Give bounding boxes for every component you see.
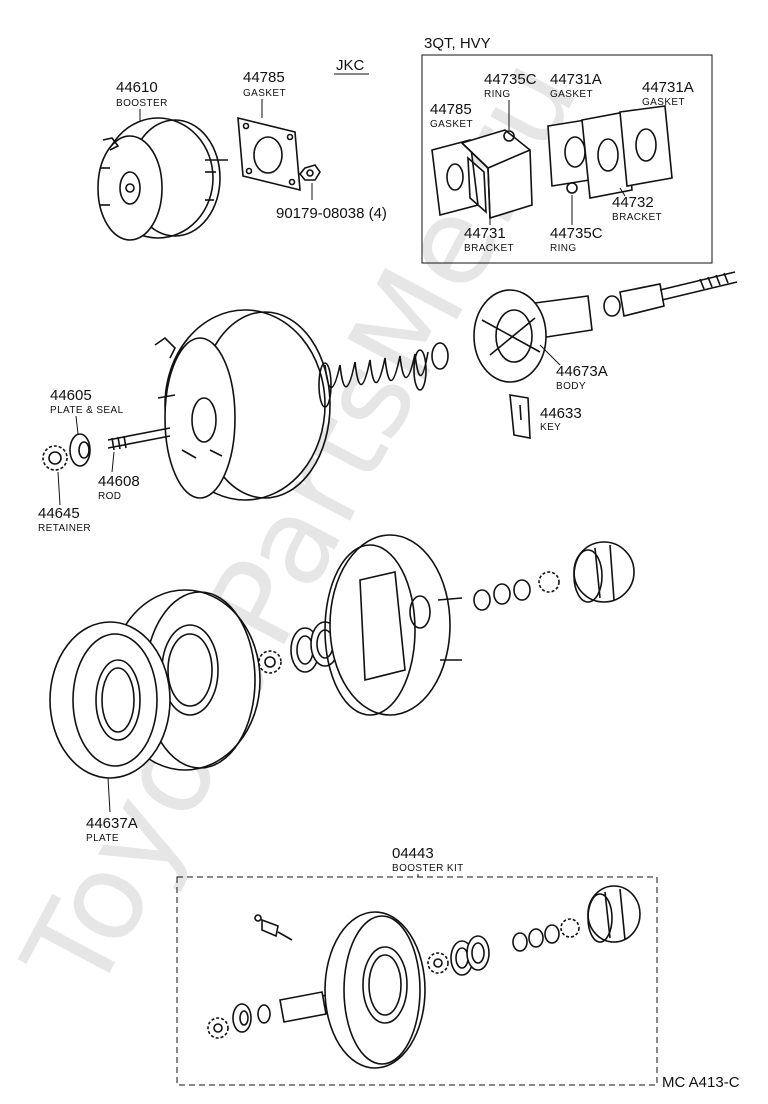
part-desc-retainer: RETAINER	[38, 523, 91, 534]
part-desc-bracket-44731: BRACKET	[464, 243, 514, 254]
booster-shell-front-drawing[interactable]	[154, 309, 331, 501]
part-number-44633: 44633	[540, 405, 582, 422]
inset-box	[421, 54, 713, 264]
kit-valve-drawing[interactable]	[254, 914, 293, 941]
part-desc-booster-kit: BOOSTER KIT	[392, 863, 464, 874]
part-number-44785-inset: 44785	[430, 101, 472, 118]
boot-drawing[interactable]	[573, 541, 635, 603]
spring-drawing[interactable]	[318, 349, 429, 408]
booster-kit-box	[176, 876, 658, 1086]
plate-seal-44605-drawing[interactable]	[69, 433, 91, 467]
part-number-44735c-top: 44735C	[484, 71, 537, 88]
part-desc-booster: BOOSTER	[116, 98, 168, 109]
part-desc-plate: PLATE	[86, 833, 119, 844]
part-number-44645: 44645	[38, 505, 80, 522]
part-number-44785: 44785	[243, 69, 285, 86]
part-number-44608: 44608	[98, 473, 140, 490]
rod-44608-drawing[interactable]	[107, 427, 171, 451]
inset-ring-top-drawing[interactable]	[503, 130, 515, 142]
part-desc-bracket-44732: BRACKET	[612, 212, 662, 223]
part-number-44731: 44731	[464, 225, 506, 242]
part-desc-rod: ROD	[98, 491, 121, 502]
part-number-44731a-1: 44731A	[550, 71, 602, 88]
kit-retainer-drawing[interactable]	[207, 1017, 229, 1039]
inset-title: 3QT, HVY	[424, 35, 491, 52]
part-number-44731a-2: 44731A	[642, 79, 694, 96]
booster-small-drawing[interactable]	[97, 117, 228, 241]
part-desc-gasket-1: GASKET	[550, 89, 593, 100]
reaction-discs-drawing[interactable]	[473, 571, 560, 611]
valve-body-44673a-drawing[interactable]	[473, 289, 593, 383]
kit-orings-drawing[interactable]	[450, 935, 490, 976]
part-desc-plate-seal: PLATE & SEAL	[50, 405, 124, 416]
washer-lower-left-drawing[interactable]	[258, 650, 282, 674]
kit-discs-drawing[interactable]	[512, 918, 580, 952]
kit-boot-drawing[interactable]	[587, 885, 641, 943]
part-desc-body: BODY	[556, 381, 586, 392]
part-desc-key: KEY	[540, 422, 561, 433]
part-desc-gasket: GASKET	[243, 88, 286, 99]
plate-44637a-drawing[interactable]	[49, 589, 261, 779]
part-number-04443: 04443	[392, 845, 434, 862]
inset-ring-bot-drawing[interactable]	[566, 182, 578, 194]
booster-shell-rear-drawing[interactable]	[324, 534, 463, 716]
part-number-44735c-bot: 44735C	[550, 225, 603, 242]
kit-washer-drawing[interactable]	[427, 952, 449, 974]
part-desc-gasket-inset: GASKET	[430, 119, 473, 130]
seal-disc-drawing[interactable]	[431, 342, 449, 370]
diagram-code: MC A413-C	[662, 1074, 740, 1091]
part-number-44610: 44610	[116, 79, 158, 96]
part-number-44605: 44605	[50, 387, 92, 404]
kit-seal-drawing[interactable]	[232, 1003, 271, 1033]
part-number-90179: 90179-08038 (4)	[276, 205, 387, 222]
variant-label-jkc: JKC	[336, 57, 365, 74]
part-desc-ring-top: RING	[484, 89, 511, 100]
part-number-44732: 44732	[612, 194, 654, 211]
part-number-44637a: 44637A	[86, 815, 138, 832]
kit-diaphragm-drawing[interactable]	[324, 911, 426, 1069]
inset-bracket-right-drawing[interactable]	[581, 111, 633, 199]
retainer-44645-drawing[interactable]	[42, 445, 68, 471]
key-44633-drawing[interactable]	[509, 394, 531, 439]
part-desc-ring-bot: RING	[550, 243, 577, 254]
pushrod-drawing[interactable]	[603, 271, 738, 317]
part-number-44673a: 44673A	[556, 363, 608, 380]
gasket-44785-drawing[interactable]	[237, 116, 301, 192]
inset-bracket-drawing[interactable]	[460, 129, 533, 220]
nut-90179-drawing[interactable]	[298, 164, 321, 181]
inset-gasket-right-drawing[interactable]	[619, 105, 673, 187]
part-desc-gasket-2: GASKET	[642, 97, 685, 108]
